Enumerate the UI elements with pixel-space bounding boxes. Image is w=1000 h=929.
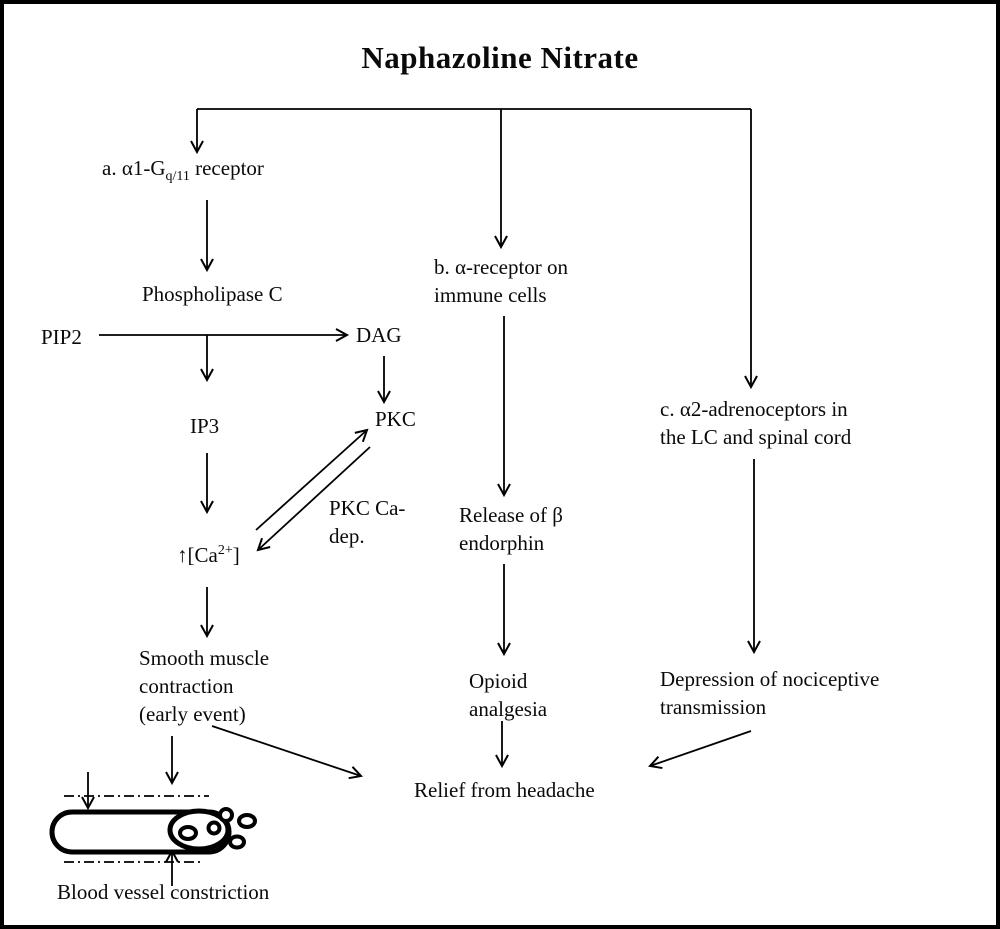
arrow-depression-to-relief	[650, 731, 751, 766]
receptor-c-line-2: the LC and spinal cord	[660, 425, 852, 449]
node-blood-vessel-constriction: Blood vessel constriction	[57, 880, 270, 904]
pkc-ca-dep-line-2: dep.	[329, 524, 365, 548]
node-depression: Depression of nociceptive transmission	[660, 665, 879, 721]
node-smooth-muscle: Smooth muscle contraction (early event)	[139, 644, 269, 728]
arrow-smooth-muscle-to-relief	[212, 726, 361, 776]
receptor-b-line-1: b. α-receptor on	[434, 255, 569, 279]
receptor-c-line-1: c. α2-adrenoceptors in	[660, 397, 848, 421]
depression-line-1: Depression of nociceptive	[660, 667, 880, 691]
node-phospholipase-c: Phospholipase C	[142, 282, 283, 306]
node-opioid-analgesia: Opioid analgesia	[469, 667, 547, 723]
depression-line-2: transmission	[660, 695, 767, 719]
calcium-superscript: 2+	[217, 543, 233, 558]
blood-cell-inner-1	[180, 827, 196, 839]
node-receptor-b: b. α-receptor on immune cells	[434, 253, 568, 309]
node-ip3: IP3	[190, 414, 220, 438]
calcium-suffix: ]	[232, 543, 240, 567]
node-receptor-c: c. α2-adrenoceptors in the LC and spinal…	[660, 395, 851, 451]
arrow-calcium-to-pkc	[256, 430, 367, 530]
opioid-line-1: Opioid	[469, 669, 528, 693]
beta-endorphin-line-2: endorphin	[459, 531, 545, 555]
node-relief: Relief from headache	[414, 778, 595, 802]
pkc-ca-dep-line-1: PKC Ca-	[329, 496, 406, 520]
blood-cell-inner-2	[209, 823, 220, 834]
node-pkc: PKC	[375, 407, 416, 431]
node-receptor-a: a. α1-Gq/11 receptor	[102, 154, 264, 185]
beta-endorphin-line-1: Release of β	[459, 503, 563, 527]
diagram-title: Naphazoline Nitrate	[361, 40, 639, 75]
blood-cell-outer-3	[230, 837, 244, 848]
blood-cell-outer-2	[239, 815, 255, 827]
calcium-prefix: ↑[Ca	[177, 543, 218, 567]
smooth-muscle-line-1: Smooth muscle	[139, 646, 270, 670]
blood-cell-outer-1	[220, 809, 232, 821]
smooth-muscle-line-3: (early event)	[139, 702, 246, 726]
arrow-pkc-to-calcium	[258, 447, 370, 550]
receptor-a-prefix: a. α1-G	[102, 156, 166, 180]
receptor-b-line-2: immune cells	[434, 283, 547, 307]
opioid-line-2: analgesia	[469, 697, 548, 721]
smooth-muscle-line-2: contraction	[139, 674, 234, 698]
node-pip2: PIP2	[41, 325, 82, 349]
receptor-a-subscript: q/11	[165, 169, 190, 185]
node-dag: DAG	[356, 323, 402, 347]
node-beta-endorphin: Release of β endorphin	[459, 501, 563, 557]
diagram-canvas	[4, 4, 1000, 929]
node-pkc-ca-dep: PKC Ca- dep.	[329, 494, 405, 550]
node-calcium: ↑[Ca2+]	[177, 541, 240, 569]
receptor-a-suffix: receptor	[189, 156, 264, 180]
